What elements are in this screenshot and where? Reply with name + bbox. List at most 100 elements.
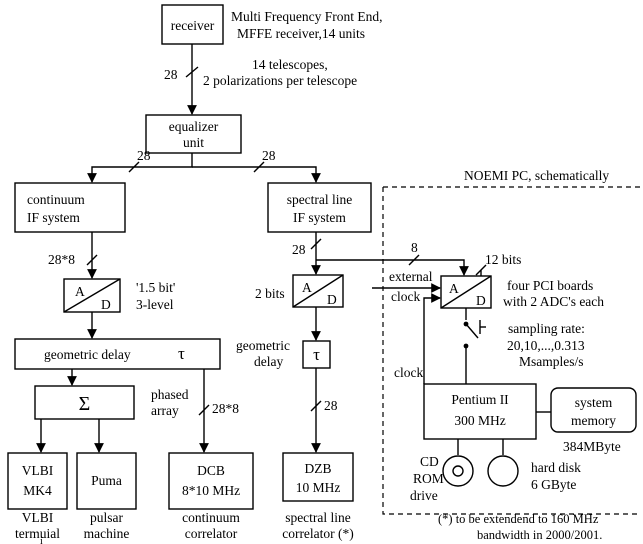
spectral-if-box <box>267 182 372 233</box>
bus-width-eq-left: 28 <box>137 148 151 163</box>
external-clock-label-line1: external <box>389 269 433 284</box>
clock-label: clock <box>394 365 423 380</box>
dcb-caption-line1: continuum <box>182 510 240 525</box>
pc-adc-diagonal <box>440 275 492 309</box>
dcb-caption-line2: correlator <box>185 526 238 541</box>
bus-width-eq-right: 28 <box>262 148 276 163</box>
continuum-adc-d: D <box>101 297 111 312</box>
puma-caption-line1: pulsar <box>90 510 123 525</box>
pci-boards-label-line2: with 2 ADC's each <box>503 294 604 309</box>
sampling-rate-label-line3: Msamples/s <box>519 354 584 369</box>
sampling-rate-label-line1: sampling rate: <box>508 321 585 336</box>
receiver-label: receiver <box>171 18 215 33</box>
pci-boards-label-line1: four PCI boards <box>507 278 593 293</box>
vlbi-caption-line2: termuial <box>15 526 60 541</box>
bus-slash-eq-right <box>253 161 265 173</box>
pc-adc-a: A <box>449 281 459 296</box>
vlbi-box <box>7 452 68 510</box>
bus-width-dzb: 28 <box>324 398 338 413</box>
equalizer-box <box>145 114 242 154</box>
footnote-line2: bandwidth in 2000/2001. <box>477 528 602 542</box>
noemi-pc-frame <box>382 187 641 515</box>
equalizer-to-spectral-arrow <box>192 166 321 183</box>
puma-caption-line2: machine <box>84 526 130 541</box>
adc-note-line2: 3-level <box>136 297 174 312</box>
bus-slash-continuum <box>86 254 98 266</box>
receiver-note-line2: MFFE receiver,14 units <box>237 26 365 41</box>
puma-label: Puma <box>91 473 122 488</box>
telescopes-note-line1: 14 telescopes, <box>252 57 328 72</box>
vlbi-label-line1: VLBI <box>22 463 54 478</box>
bus-slash-dcb <box>198 404 210 416</box>
noemi-pc-title: NOEMI PC, schematically <box>464 168 609 183</box>
dzb-box <box>282 452 354 502</box>
equalizer-to-continuum-arrow <box>87 153 193 183</box>
dzb-label-line1: DZB <box>305 461 332 476</box>
footnote-line1: (*) to be extendend to 160 MHz <box>438 512 599 526</box>
phased-array-label-line2: array <box>151 403 179 418</box>
sum-box <box>34 385 135 420</box>
cpu-box <box>423 383 537 440</box>
memory-box <box>550 387 637 433</box>
continuum-if-label-line2: IF system <box>27 210 80 225</box>
bus-slash-receiver <box>185 66 199 78</box>
sampling-rate-label-line2: 20,10,...,0.313 <box>507 338 585 353</box>
continuum-if-label-line1: continuum <box>27 192 85 207</box>
equalizer-label-line1: equalizer <box>169 119 219 134</box>
dcb-label-line1: DCB <box>197 463 225 478</box>
puma-box <box>76 452 137 510</box>
continuum-adc-a: A <box>75 284 85 299</box>
vlbi-caption-mark: i <box>40 536 43 544</box>
dzb-label-line2: 10 MHz <box>296 480 341 495</box>
cd-label-line2: ROM <box>413 471 444 486</box>
telescopes-note-line2: 2 polarizations per telescope <box>203 73 357 88</box>
geometric-delay-box <box>14 338 221 370</box>
spectral-to-pc-adc-arrow <box>316 259 469 276</box>
receiver-box <box>161 4 224 45</box>
spectral-adc-a: A <box>302 280 312 295</box>
bus-width-spectral: 28 <box>292 242 306 257</box>
clock-feedback-arrow <box>423 293 441 384</box>
dcb-label-line2: 8*10 MHz <box>182 483 240 498</box>
equalizer-label-line2: unit <box>183 135 204 150</box>
sampling-switch-icon <box>465 323 479 339</box>
bus-width-adc-bits: 12 bits <box>485 252 521 267</box>
continuum-if-box <box>14 182 126 233</box>
spectral-adc-d: D <box>327 292 337 307</box>
bus-width-dcb: 28*8 <box>212 401 239 416</box>
hard-disk-icon <box>487 455 519 487</box>
spectral-delay-tau: τ <box>313 345 320 364</box>
vlbi-label-line2: MK4 <box>23 483 52 498</box>
dzb-caption-line1: spectral line <box>285 510 351 525</box>
geometric-delay-label: geometric delay <box>44 347 131 362</box>
bus-slash-dzb <box>310 400 322 412</box>
receiver-note-line1: Multi Frequency Front End, <box>231 9 383 24</box>
cpu-label-line1: Pentium II <box>451 392 509 407</box>
bus-slash-eq-left <box>128 161 140 173</box>
dcb-box <box>168 452 254 510</box>
cpu-label-line2: 300 MHz <box>454 413 505 428</box>
spectral-delay-label-line2: delay <box>254 354 283 369</box>
bus-width-to-pc: 8 <box>411 240 418 255</box>
adc-note-line1: '1.5 bit' <box>136 280 175 295</box>
memory-label-line2: memory <box>571 413 616 428</box>
bus-width-receiver: 28 <box>164 67 178 82</box>
cd-label-line1: CD <box>420 454 439 469</box>
spectral-delay-label-line1: geometric <box>236 338 290 353</box>
spectral-adc-diagonal <box>292 274 344 308</box>
memory-label-line1: system <box>575 395 613 410</box>
bus-slash-to-pc <box>408 254 420 266</box>
hard-disk-label-line1: hard disk <box>531 460 581 475</box>
sigma-icon: Σ <box>79 393 91 415</box>
geometric-delay-tau: τ <box>178 344 185 363</box>
hard-disk-label-line2: 6 GByte <box>531 477 576 492</box>
pc-adc-d: D <box>476 293 486 308</box>
spectral-if-label-line2: IF system <box>293 210 346 225</box>
dzb-caption-line2: correlator (*) <box>282 526 354 541</box>
bus-slash-spectral <box>310 238 322 250</box>
vlbi-caption-line1: VLBI <box>22 510 54 525</box>
bus-slash-adc-bits <box>475 264 487 276</box>
phased-array-label-line1: phased <box>151 387 189 402</box>
